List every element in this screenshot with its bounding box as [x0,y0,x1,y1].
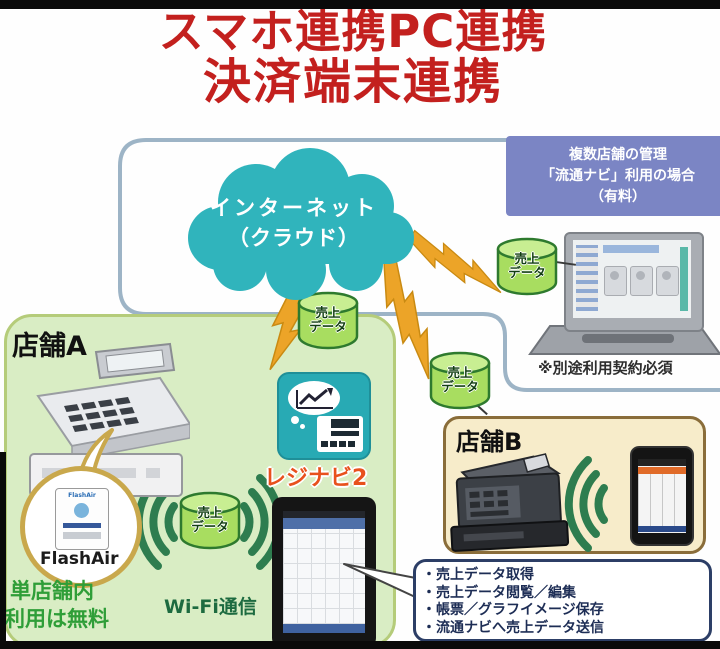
smartphone-icon [630,446,694,546]
store-b-label: 店舗B [456,428,523,456]
laptop-icon [528,230,720,356]
bottom-black-bar [0,641,720,649]
cash-register-b-icon [450,453,570,552]
sales-data-cylinder-laptop: 売上 データ [495,236,559,298]
top-black-bar [0,0,720,9]
flashair-label: FlashAir [40,549,119,569]
wifi-signal-b-icon [564,456,608,552]
management-line3: （有料） [590,189,646,205]
cylinder-label: 売上 [514,251,540,266]
title-line2: 決済端末連携 [202,53,503,110]
feature-item: ・帳票／グラフイメージ保存 [422,602,604,618]
feature-item: ・売上データ取得 [422,567,534,583]
management-line1: 複数店舗の管理 [569,147,667,163]
rezinavi-app-icon [277,372,371,460]
database-icon [297,291,359,350]
database-icon [179,491,241,550]
tablet-screen [283,511,365,633]
cloud-line1: インターネット [210,196,378,220]
database-icon [496,237,558,296]
title-line1: スマホ連携PC連携 [158,5,548,58]
database-icon [429,351,491,410]
tablet-icon [272,497,376,648]
cloud-icon [188,148,414,300]
flashair-card-logo [74,503,89,518]
laptop-contract-note: ※別途利用契約必須 [538,359,673,377]
management-line2: 「流通ナビ」利用の場合 [541,168,695,184]
smartphone-screen [638,459,686,533]
free-note-line1: 単店舗内 [10,579,94,603]
feature-item: ・流通ナビへ売上データ送信 [422,619,604,636]
cylinder-label: 売上 [447,365,473,380]
laptop-screen [564,232,704,332]
page-title: スマホ連携PC連携 決済端末連携 [0,5,706,110]
cloud-line2: （クラウド） [228,226,360,250]
store-a-label: 店舗A [12,331,87,362]
cylinder-label: データ [309,319,347,334]
flashair-card-brand: FlashAir [68,492,96,499]
register-doodle-icon [317,416,363,452]
cylinder-label: 売上 [197,505,223,520]
sales-data-cylinder-storea: 売上 データ [296,290,360,352]
free-note-line2: 利用は無料 [4,607,109,631]
cylinder-label: 売上 [315,305,341,320]
sales-data-cylinder-wifi: 売上 データ [178,490,242,552]
cylinder-label: データ [191,519,229,534]
feature-list-box: ・売上データ取得 ・売上データ閲覧／編集 ・帳票／グラフイメージ保存 ・流通ナビ… [413,559,712,642]
cylinder-label: データ [441,379,479,394]
management-info-box: 複数店舗の管理 「流通ナビ」利用の場合 （有料） [506,136,720,216]
feature-item: ・売上データ閲覧／編集 [422,584,576,601]
sales-data-cylinder-storeb: 売上 データ [428,350,492,412]
lightning-bolt-c-icon [408,229,502,294]
cylinder-label: データ [508,265,546,280]
left-black-strip [0,452,6,641]
wifi-label: Wi-Fi通信 [164,596,257,618]
lightning-bolt-b-icon [383,257,430,380]
internet-cloud: インターネット （クラウド） [168,140,420,304]
chart-icon [296,388,333,409]
rezinavi-app-label: レジナビ2 [264,466,368,491]
flashair-sd-card-icon: FlashAir [55,488,109,550]
